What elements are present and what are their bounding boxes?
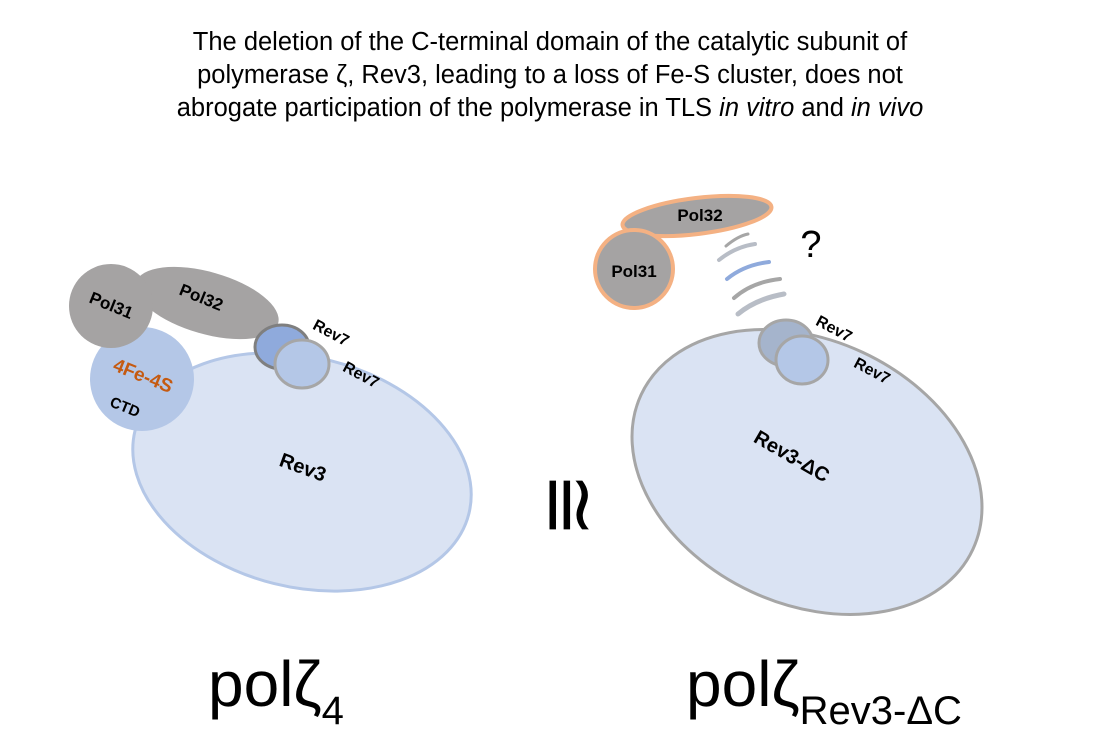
- left-pol31-circle: [69, 264, 153, 348]
- left-complex: Pol31 Pol32 4Fe-4S CTD Rev7 Rev7 Rev3: [69, 264, 473, 593]
- left-ctd-circle: [90, 327, 194, 431]
- interaction-arc-3: [725, 260, 771, 281]
- interaction-arc-4: [732, 277, 782, 300]
- interaction-arc-2: [717, 242, 757, 262]
- right-caption-main: polζ: [686, 648, 800, 720]
- figure-title: The deletion of the C-terminal domain of…: [40, 26, 1060, 125]
- left-rev7-front: [273, 338, 331, 390]
- title-line-1: The deletion of the C-terminal domain of…: [192, 28, 908, 56]
- weak-interaction-arcs: [717, 232, 787, 317]
- interaction-arc-1: [724, 232, 750, 248]
- right-rev7-front: [774, 334, 830, 386]
- right-rev3-ellipse: [630, 328, 984, 616]
- right-complex-caption: polζRev3-ΔC: [686, 652, 962, 733]
- right-pol32-label: Pol32: [677, 206, 722, 225]
- left-caption-subscript: 4: [321, 689, 344, 733]
- right-pol31-label: Pol31: [611, 262, 656, 281]
- left-complex-caption: polζ4: [208, 652, 344, 733]
- interaction-arc-5: [735, 291, 787, 317]
- approximately-equal-symbol: ≅: [524, 472, 614, 537]
- left-pol32-ellipse: [135, 266, 279, 340]
- title-line-3-mid: and: [794, 94, 851, 122]
- right-pol31-circle: [593, 228, 675, 310]
- right-pol32-ellipse: [620, 193, 774, 239]
- title-line-3: abrogate participation of the polymerase…: [40, 92, 1060, 125]
- title-line-2: polymerase ζ, Rev3, leading to a loss of…: [197, 61, 903, 89]
- title-in-vitro: in vitro: [719, 94, 795, 122]
- title-line-3-prefix: abrogate participation of the polymerase…: [176, 94, 720, 122]
- title-in-vivo: in vivo: [850, 94, 924, 122]
- right-complex: Pol32 Pol31 ? Rev7 Rev7 Rev3-ΔC: [593, 193, 984, 616]
- right-question-mark: ?: [800, 224, 821, 266]
- right-caption-subscript: Rev3-ΔC: [799, 689, 962, 733]
- left-caption-main: polζ: [208, 648, 322, 720]
